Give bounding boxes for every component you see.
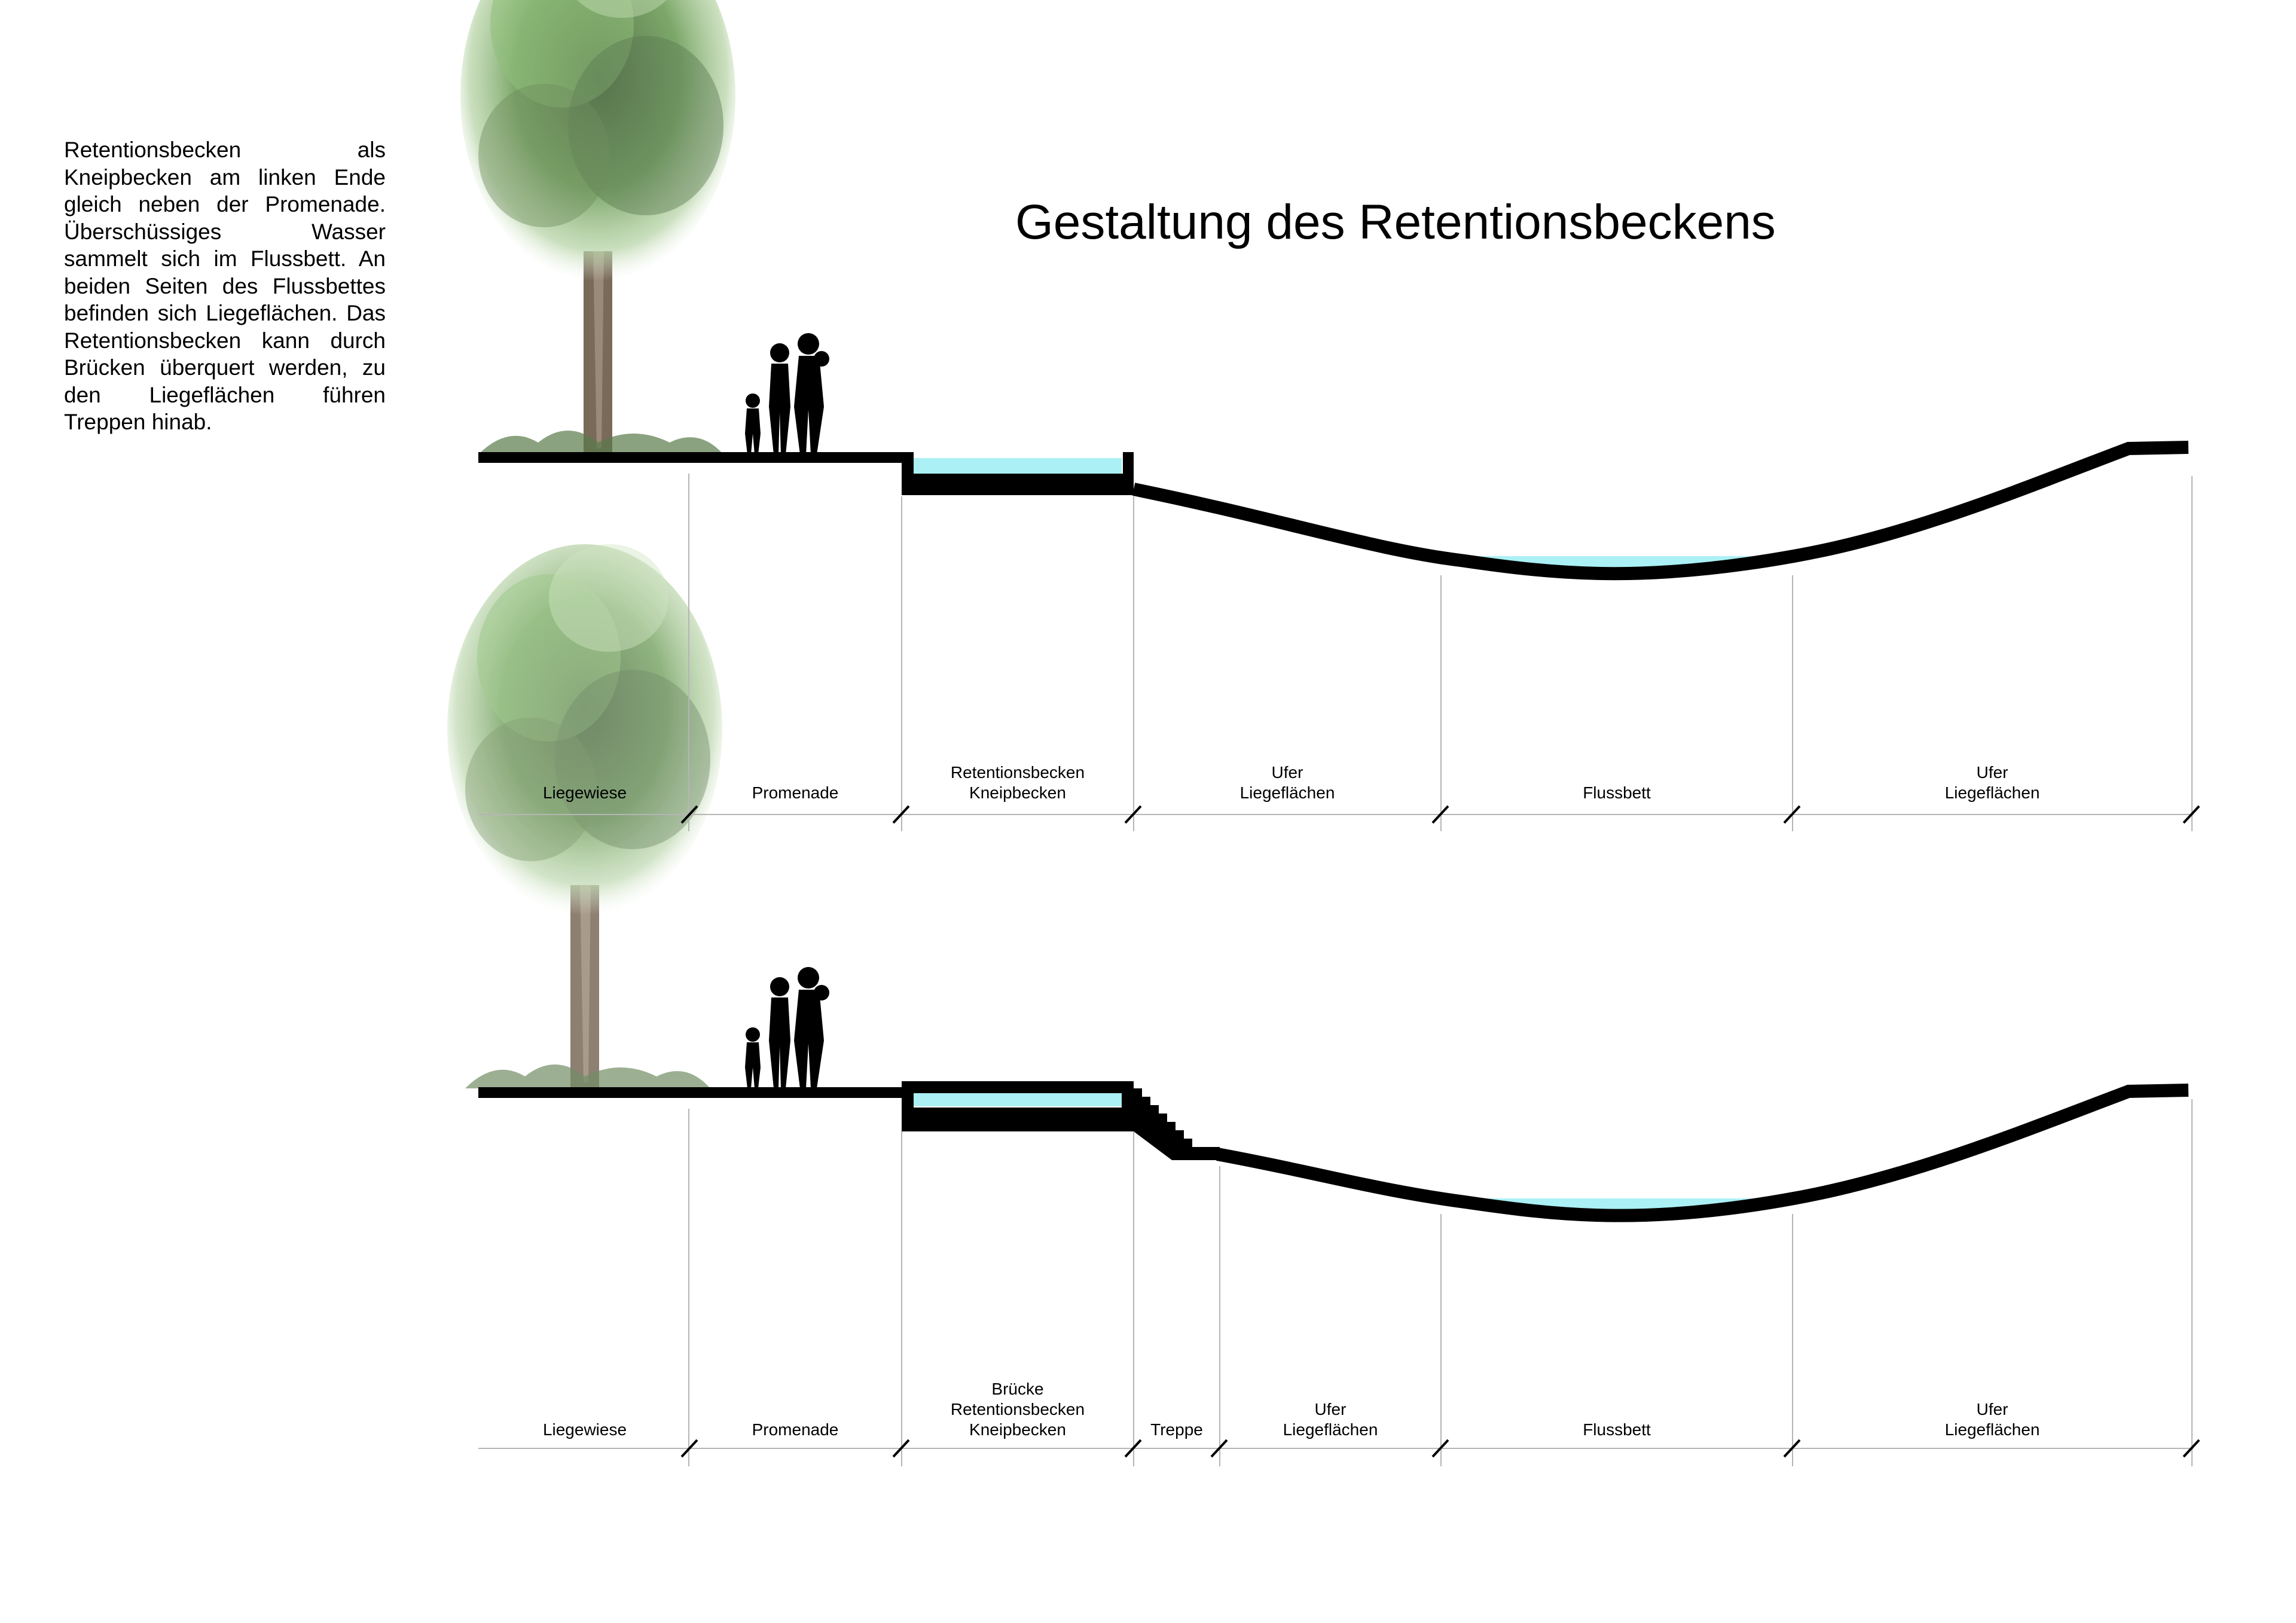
zone-label: Flussbett — [1583, 1420, 1651, 1439]
bottom-section: Liegewiese Promenade BrückeRetentionsbecke… — [478, 967, 2200, 1466]
zone-label: Brücke — [991, 1380, 1043, 1398]
zone-label: Ufer — [1315, 1400, 1347, 1418]
zone-label: Ufer — [1272, 763, 1303, 782]
top-section: Liegewiese Promenade RetentionsbeckenKneip… — [447, 0, 2200, 1088]
zone-label: Kneipbecken — [969, 783, 1066, 802]
slope-line — [1132, 441, 2189, 581]
dimension-lines — [478, 1099, 2193, 1466]
zone-label: Liegeflächen — [1283, 1420, 1378, 1439]
description-text: Retentionsbecken als Kneipbecken am link… — [64, 138, 386, 434]
zone-label: Liegewiese — [543, 1420, 627, 1439]
people-silhouettes — [745, 333, 829, 454]
zone-label: Treppe — [1150, 1420, 1203, 1439]
zone-label: Ufer — [1977, 763, 2008, 782]
dimension-lines — [478, 474, 2193, 831]
zone-label: Retentionsbecken — [951, 763, 1085, 782]
stairs — [1134, 1088, 1220, 1160]
page-title: Gestaltung des Retentionsbeckens — [1015, 195, 1776, 249]
slope-line — [1216, 1084, 2189, 1222]
zone-label: Promenade — [752, 1420, 839, 1439]
zone-labels: Liegewiese Promenade BrückeRetentionsbecke… — [543, 1380, 2039, 1439]
tree-illustration — [460, 0, 735, 454]
zone-label: Liegeflächen — [1945, 1420, 2040, 1439]
zone-label: Promenade — [752, 783, 839, 802]
tree-illustration — [447, 544, 722, 1088]
zone-label: Liegewiese — [543, 783, 627, 802]
zone-label: Liegeflächen — [1945, 783, 2040, 802]
zone-label: Kneipbecken — [969, 1420, 1066, 1439]
kneipbecken-water — [912, 458, 1122, 474]
kneipbecken-water — [912, 1093, 1122, 1106]
zone-label: Flussbett — [1583, 783, 1651, 802]
bridge-deck — [902, 1081, 1134, 1093]
zone-label: Liegeflächen — [1240, 783, 1335, 802]
ground-profile — [478, 1081, 1134, 1131]
people-silhouettes — [745, 967, 829, 1088]
ground-profile — [478, 452, 1134, 495]
zone-label: Retentionsbecken — [951, 1400, 1085, 1418]
dimension-ticks — [680, 805, 2200, 824]
zone-labels: Liegewiese Promenade RetentionsbeckenKneip… — [543, 763, 2039, 802]
zone-label: Ufer — [1977, 1400, 2008, 1418]
dimension-ticks — [680, 1439, 2200, 1458]
